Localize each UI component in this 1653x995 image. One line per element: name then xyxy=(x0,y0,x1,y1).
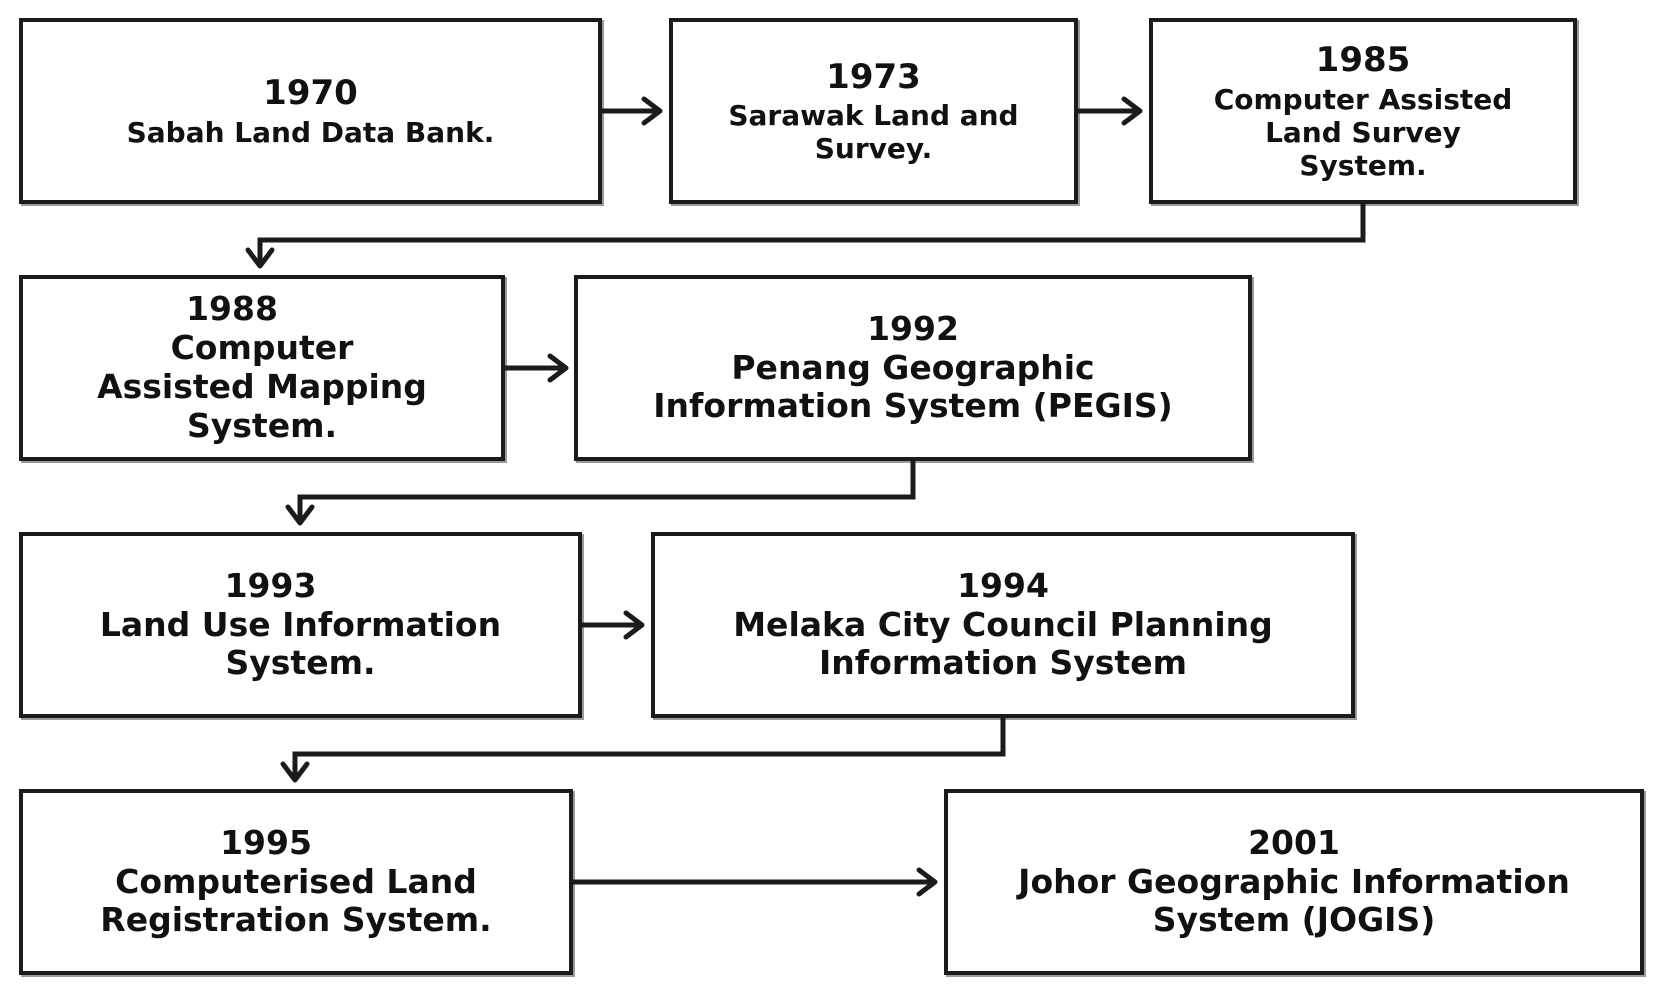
node-year: 1970 xyxy=(263,73,358,114)
node-year: 1992 xyxy=(867,308,959,348)
node-1992: 1992 Penang Geographic Information Syste… xyxy=(574,275,1252,461)
node-year: 1993 xyxy=(224,565,317,605)
arrow-1993-to-1994 xyxy=(582,610,645,640)
node-2001: 2001 Johor Geographic Information System… xyxy=(944,789,1644,975)
node-label: Penang Geographic Information System (PE… xyxy=(653,347,1173,426)
node-label: Johor Geographic Information System (JOG… xyxy=(1018,861,1570,940)
arrow-1973-to-1985 xyxy=(1078,96,1143,126)
arrow-1992-to-1993 xyxy=(285,461,916,526)
node-year: 1973 xyxy=(826,56,921,97)
node-year: 1988 xyxy=(186,289,278,329)
node-1993: 1993 Land Use Information System. xyxy=(19,532,582,718)
arrow-1994-to-1995 xyxy=(280,718,1006,783)
arrow-1985-to-1988 xyxy=(245,204,1366,269)
node-label: Computer Assisted Land Survey System. xyxy=(1213,82,1513,182)
node-year: 1995 xyxy=(220,822,312,862)
node-label: Computer Assisted Mapping System. xyxy=(97,328,427,445)
node-1985: 1985 Computer Assisted Land Survey Syste… xyxy=(1149,18,1577,204)
node-1970: 1970 Sabah Land Data Bank. xyxy=(19,18,602,204)
node-label: Computerised Land Registration System. xyxy=(100,861,492,940)
node-label: Melaka City Council Planning Information… xyxy=(733,604,1273,683)
node-1995: 1995 Computerised Land Registration Syst… xyxy=(19,789,573,975)
node-1973: 1973 Sarawak Land and Survey. xyxy=(669,18,1078,204)
arrow-1970-to-1973 xyxy=(602,96,663,126)
node-year: 1994 xyxy=(957,565,1049,605)
arrow-1995-to-2001 xyxy=(573,867,938,897)
node-label: Sarawak Land and Survey. xyxy=(728,99,1019,166)
node-1988: 1988 Computer Assisted Mapping System. xyxy=(19,275,505,461)
node-label: Sabah Land Data Bank. xyxy=(126,115,495,149)
node-label: Land Use Information System. xyxy=(99,604,502,683)
node-year: 1985 xyxy=(1315,40,1411,81)
arrow-1988-to-1992 xyxy=(505,353,569,383)
node-1994: 1994 Melaka City Council Planning Inform… xyxy=(651,532,1355,718)
node-year: 2001 xyxy=(1248,822,1340,862)
